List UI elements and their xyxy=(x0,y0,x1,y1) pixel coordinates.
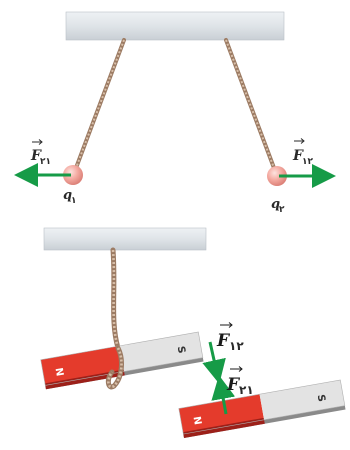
lower-magnet-south-label: S xyxy=(315,394,327,403)
lower-magnet-north-half xyxy=(178,394,265,435)
lower-magnet-outline xyxy=(178,379,346,435)
right-string-texture xyxy=(225,39,275,169)
right-force-symbol: F xyxy=(292,148,304,164)
upper-magnet-north-label: N xyxy=(53,367,65,377)
magnet-rope-loop-texture xyxy=(107,347,123,389)
upper-bar-magnet: N S xyxy=(40,331,204,390)
upper-magnet-north-shadow xyxy=(44,369,125,390)
lower-bar-magnet: N S xyxy=(178,379,346,438)
lower-magnet-force-arrow xyxy=(211,375,236,415)
left-charge-subscript: ۱ xyxy=(71,196,77,206)
upper-magnet-force-arrow xyxy=(202,341,226,384)
left-string-texture xyxy=(75,39,125,169)
right-charge-subscript: ۲ xyxy=(279,205,285,215)
lower-vector-arrow-icon xyxy=(230,366,243,372)
upper-magnet-force-subscript: ۱۲ xyxy=(229,339,244,353)
lower-magnet-force-label: F ۲۱ xyxy=(226,366,254,397)
left-charge-symbol: q xyxy=(63,188,72,203)
left-charge-label: q ۱ xyxy=(63,188,77,206)
lower-magnet-force-subscript: ۲۱ xyxy=(239,383,254,397)
magnets-figure: N S N S F ۱۲ F ۲۱ xyxy=(40,227,346,438)
left-force-label: F ۲۱ xyxy=(30,139,51,167)
lower-magnet-north-shadow xyxy=(182,417,265,438)
left-force-subscript: ۲۱ xyxy=(40,157,51,167)
upper-vector-arrow-icon xyxy=(220,322,233,328)
upper-magnet-south-half xyxy=(119,331,203,372)
right-force-label: F ۱۲ xyxy=(292,138,313,167)
right-charged-sphere xyxy=(267,166,287,186)
upper-magnet-north-half xyxy=(40,345,125,386)
right-force-subscript: ۱۲ xyxy=(302,157,313,167)
lower-magnet-north-label: N xyxy=(191,416,203,426)
bottom-ceiling-support xyxy=(43,227,207,251)
top-ceiling-support xyxy=(65,11,285,41)
left-vector-arrow-icon xyxy=(32,139,43,145)
right-vector-arrow-icon xyxy=(294,138,305,144)
lower-magnet-force-symbol: F xyxy=(226,375,241,395)
lower-magnet-south-half xyxy=(259,379,345,420)
upper-magnet-outline xyxy=(40,331,204,386)
left-charged-sphere xyxy=(63,165,83,185)
upper-magnet-south-label: S xyxy=(175,345,187,354)
charges-figure: F ۲۱ q ۱ F ۱۲ q ۲ xyxy=(14,11,336,215)
upper-magnet-force-label: F ۱۲ xyxy=(216,322,244,353)
right-charge-symbol: q xyxy=(271,197,280,212)
right-charge-label: q ۲ xyxy=(271,197,285,215)
left-force-symbol: F xyxy=(30,148,42,164)
upper-magnet-force-symbol: F xyxy=(216,331,231,351)
